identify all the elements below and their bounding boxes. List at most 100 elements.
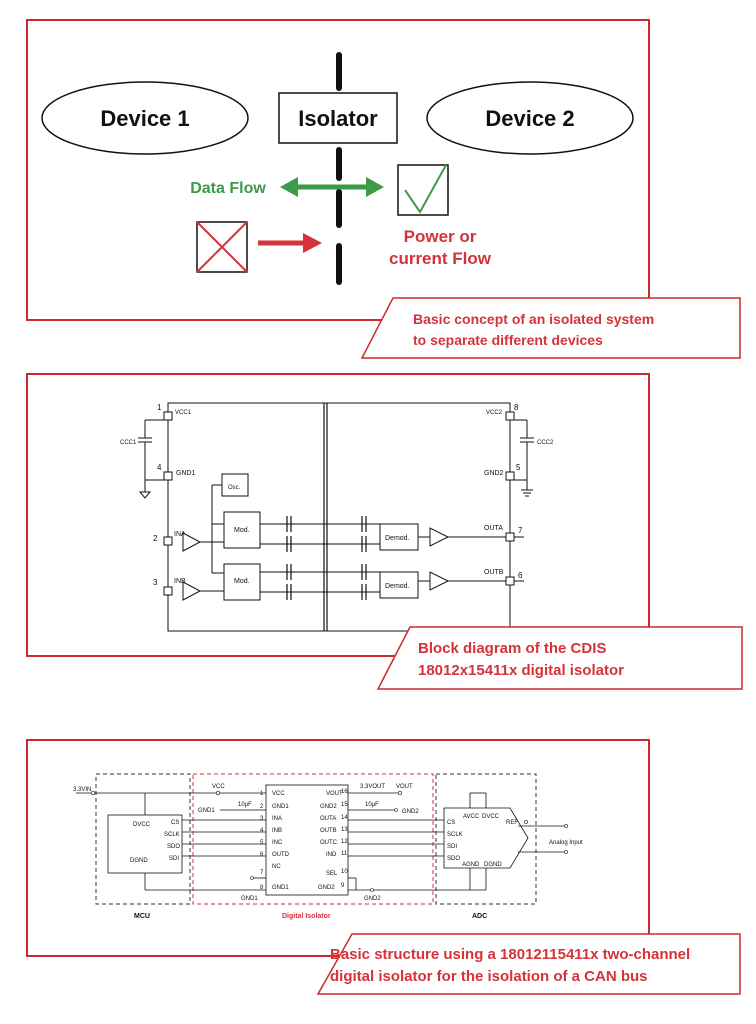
iso-right-num-6: 11: [341, 851, 348, 857]
iso-right-num-3: 14: [341, 815, 348, 821]
iso-right-pin-5: OUTC: [320, 840, 338, 846]
panel2-caption-line1: Block diagram of the CDIS: [418, 640, 606, 657]
iso-v33-out: 3.3VOUT: [360, 784, 385, 790]
outb-label: OUTB: [484, 569, 504, 576]
adc-agnd: AGND: [462, 862, 480, 868]
iso-left-num-8: 8: [260, 885, 264, 891]
iso-left-pin-4: INC: [272, 840, 283, 846]
iso-left-num-3: 3: [260, 816, 264, 822]
iso-vout-label: VOUT: [396, 784, 413, 790]
adc-block: [435, 773, 537, 905]
panel1-frame: [26, 19, 650, 321]
iso-cap-left: 10μF: [238, 802, 252, 808]
iso-right-pin-2: GND2: [320, 804, 337, 810]
device1-label: Device 1: [100, 106, 189, 131]
panel-isolation-concept: Device 1 Isolator Device 2 Data Flow Pow…: [26, 19, 741, 359]
device2-label: Device 2: [485, 106, 574, 131]
iso-left-num-7: 7: [260, 870, 264, 876]
adc-chip: [443, 807, 529, 869]
v33-in-label: 3.3VIN: [73, 787, 91, 793]
panel3-frame: [26, 739, 650, 957]
iso-gnd2-bottom: GND2: [364, 896, 381, 902]
vcc1-label: VCC1: [175, 410, 192, 416]
panel1-caption-box: [360, 297, 741, 359]
isolator-label: Isolator: [298, 106, 378, 131]
iso-left-num-6: 6: [260, 852, 264, 858]
pin-5: 5: [516, 463, 521, 472]
iso-gnd1-label: GND1: [198, 808, 215, 814]
chip-outline: [167, 402, 511, 632]
device1-ellipse: [41, 81, 249, 155]
panel-block-diagram: 1 VCC1 4 GND1 CCC1 Osc. 2 INA Mod.: [26, 373, 743, 690]
osc-label: Osc.: [228, 485, 241, 491]
mcu-dvcc: DVCC: [133, 822, 151, 828]
panel3-caption-line2: digital isolator for the isolation of a …: [330, 968, 648, 985]
iso-right-num-1: 16: [341, 789, 348, 795]
data-flow-arrow: [280, 177, 384, 197]
panel3-caption-line1: Basic structure using a 18012115411x two…: [330, 946, 690, 963]
iso-cap-right: 10μF: [365, 802, 379, 808]
mcu-dgnd: DGND: [130, 858, 148, 864]
iso-right-pin-3: OUTA: [320, 816, 336, 822]
cross-icon: [196, 221, 248, 273]
pin-8: 8: [514, 403, 519, 412]
iso-right-pin-8: GND2: [318, 885, 335, 891]
iso-left-pin-3: INB: [272, 828, 282, 834]
gnd2-label: GND2: [484, 470, 504, 477]
inb-label: INB: [174, 578, 186, 585]
isolator-block: [192, 773, 434, 905]
iso-right-num-8: 9: [341, 883, 345, 889]
mod-a-label: Mod.: [234, 527, 250, 534]
mod-b-label: Mod.: [234, 578, 250, 585]
check-icon: [397, 164, 449, 216]
iso-left-pin-7: GND1: [272, 885, 289, 891]
ina-label: INA: [174, 531, 186, 538]
iso-left-pin-1: GND1: [272, 804, 289, 810]
adc-cs: CS: [447, 820, 455, 826]
demod-b-label: Demod.: [385, 583, 410, 590]
iso-left-num-1: 1: [260, 791, 264, 797]
ccc1-label: CCC1: [120, 440, 137, 446]
pin-1: 1: [157, 403, 162, 412]
iso-right-pin-7: SEL: [326, 871, 338, 877]
vcc2-label: VCC2: [486, 410, 503, 416]
iso-left-pin-6: NC: [272, 864, 281, 870]
iso-title: Digital Isolator: [282, 913, 331, 920]
panel2-caption-box: [376, 626, 743, 690]
adc-ref: REF: [506, 820, 518, 826]
mcu-sdo: SDO: [167, 844, 180, 850]
panel1-caption-line2: to separate different devices: [413, 332, 603, 348]
mcu-cs: CS: [171, 820, 179, 826]
iso-right-pin-1: VOUT: [326, 791, 343, 797]
adc-avcc: AVCC: [463, 814, 480, 820]
iso-left-pin-2: INA: [272, 816, 282, 822]
mcu-sdi: SDI: [169, 856, 179, 862]
gnd1-label: GND1: [176, 470, 196, 477]
pin-6: 6: [518, 571, 523, 580]
iso-left-num-4: 4: [260, 828, 264, 834]
iso-left-num-5: 5: [260, 840, 264, 846]
mcu-title: MCU: [134, 913, 150, 920]
panel2-frame: [26, 373, 650, 657]
iso-left-pin-5: OUTD: [272, 852, 290, 858]
iso-left-num-2: 2: [260, 804, 264, 810]
iso-gnd2-label: GND2: [402, 809, 419, 815]
pin-4: 4: [157, 463, 162, 472]
demod-a-label: Demod.: [385, 535, 410, 542]
panel-application-circuit: 3.3VIN DVCC CS SCLK SDO SDI DGND MCU VCC…: [26, 739, 741, 995]
mcu-sclk: SCLK: [164, 832, 180, 838]
adc-sdo: SDO: [447, 856, 460, 862]
device2-ellipse: [426, 81, 634, 155]
power-flow-label-line1: Power or: [404, 227, 477, 246]
iso-right-pin-6: IND: [326, 852, 337, 858]
power-flow-arrow: [258, 233, 322, 253]
iso-right-num-5: 12: [341, 839, 348, 845]
iso-vcc-pin: VCC: [272, 791, 285, 797]
adc-title: ADC: [472, 913, 487, 920]
iso-right-num-7: 10: [341, 869, 348, 875]
iso-right-num-2: 15: [341, 802, 348, 808]
outa-label: OUTA: [484, 525, 503, 532]
panel1-caption-line1: Basic concept of an isolated system: [413, 311, 654, 327]
adc-sdi: SDI: [447, 844, 457, 850]
